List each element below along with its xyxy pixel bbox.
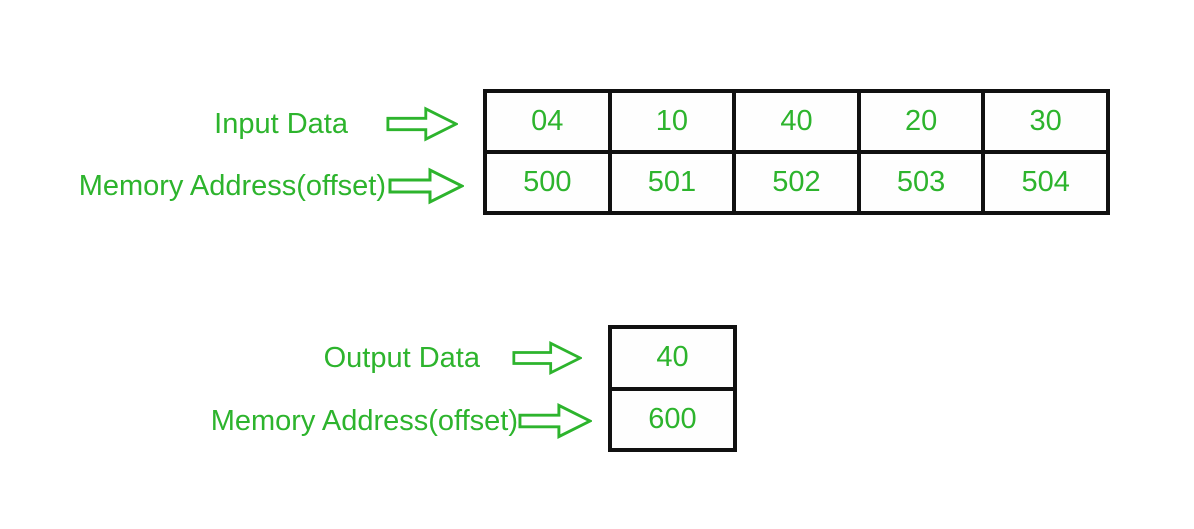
- input-address-cell: 500: [485, 152, 610, 213]
- right-block-arrow-icon: [512, 338, 582, 378]
- input-data-cell: 04: [485, 91, 610, 152]
- input-memory-address-label: Memory Address(offset): [78, 170, 386, 202]
- input-data-label: Input Data: [214, 108, 348, 140]
- output-memory-table: 40 600: [608, 325, 737, 452]
- input-memory-table: 04 10 40 20 30 500 501 502 503 504: [483, 89, 1110, 215]
- output-memory-address-label: Memory Address(offset): [210, 405, 518, 437]
- right-block-arrow-icon: [386, 104, 458, 144]
- input-address-cell: 501: [609, 152, 735, 213]
- right-block-arrow-icon: [388, 166, 464, 206]
- input-address-cell: 504: [983, 152, 1108, 213]
- input-data-cell: 20: [858, 91, 984, 152]
- input-address-cell: 502: [734, 152, 859, 213]
- right-block-arrow-icon: [518, 401, 592, 441]
- output-data-cell: 40: [610, 327, 735, 389]
- input-data-cell: 10: [609, 91, 735, 152]
- output-address-cell: 600: [610, 388, 735, 450]
- input-data-cell: 30: [983, 91, 1108, 152]
- input-address-cell: 503: [858, 152, 984, 213]
- input-data-cell: 40: [734, 91, 859, 152]
- output-data-label: Output Data: [323, 342, 480, 374]
